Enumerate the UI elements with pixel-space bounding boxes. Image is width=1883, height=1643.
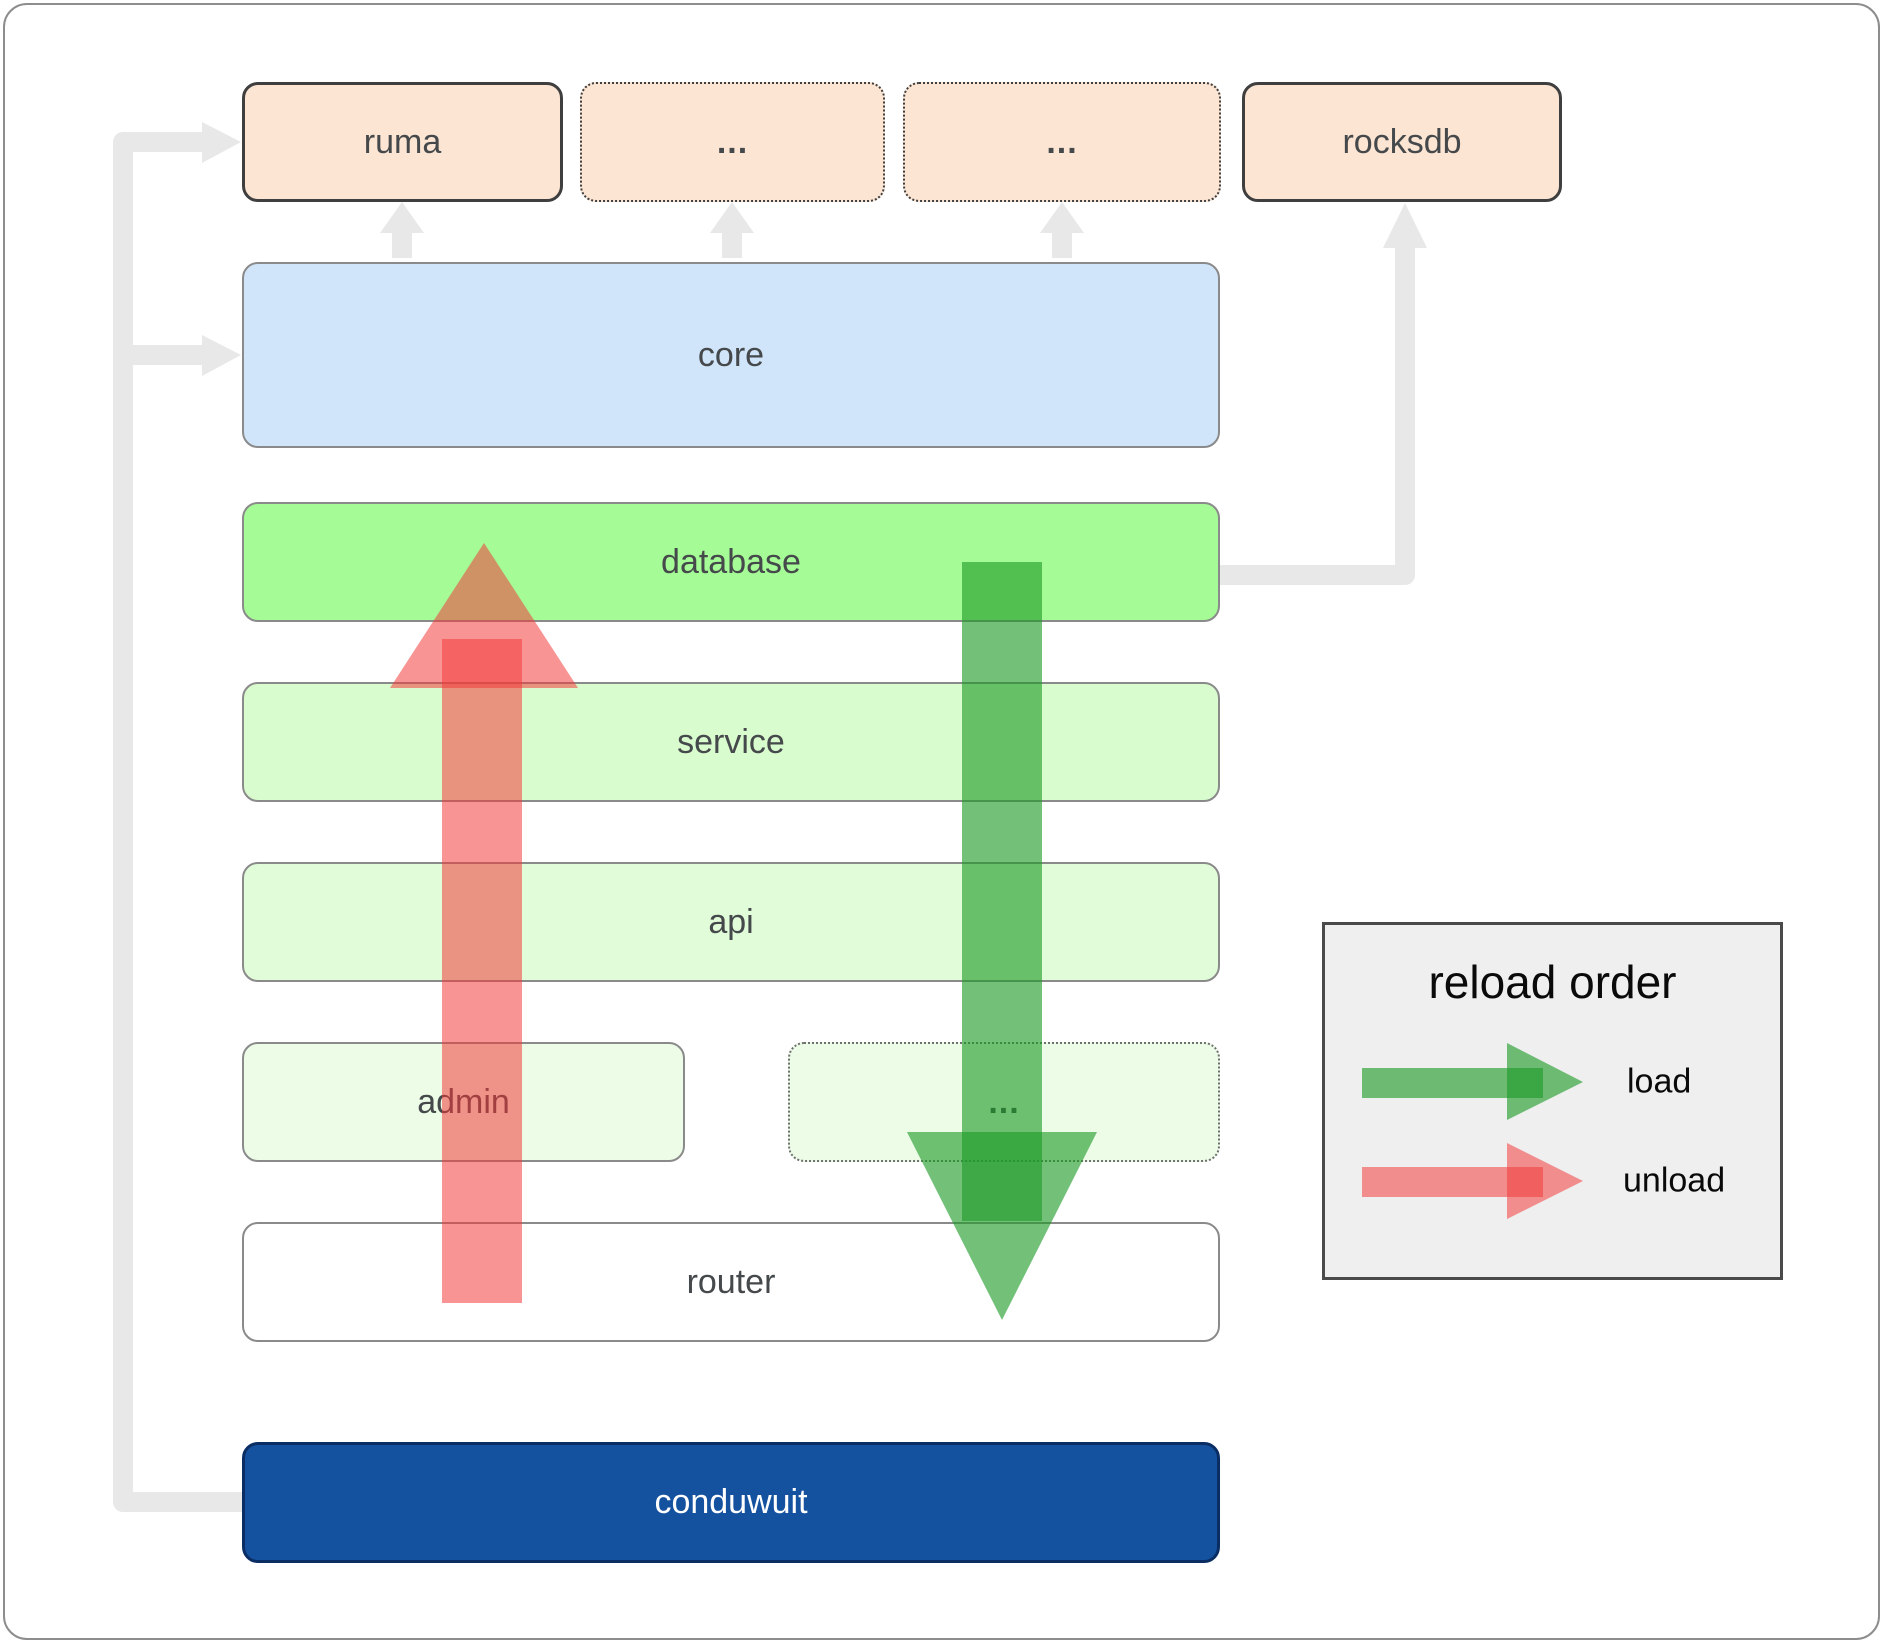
box-conduwuit: conduwuit: [242, 1442, 1220, 1563]
box-api-label: api: [708, 902, 754, 941]
box-router-label: router: [686, 1262, 776, 1301]
box-service: service: [242, 682, 1220, 802]
box-router: router: [242, 1222, 1220, 1342]
legend-title: reload order: [1428, 956, 1677, 1008]
legend-unload-label: unload: [1623, 1161, 1726, 1200]
box-api: api: [242, 862, 1220, 982]
box-core-label: core: [697, 335, 765, 374]
box-core: core: [242, 262, 1220, 448]
box-ellipsis-2: ...: [903, 82, 1221, 202]
box-ellipsis-3-label: ...: [988, 1082, 1020, 1121]
box-ellipsis-2-label: ...: [1046, 122, 1078, 161]
box-admin-label: admin: [417, 1082, 510, 1121]
box-rocksdb: rocksdb: [1242, 82, 1562, 202]
box-ruma-label: ruma: [363, 122, 442, 161]
box-database-label: database: [661, 542, 801, 581]
box-ellipsis-3: ...: [788, 1042, 1220, 1162]
legend: reload order: [1322, 922, 1783, 1280]
box-admin: admin: [242, 1042, 685, 1162]
box-service-label: service: [677, 722, 785, 761]
box-ellipsis-1-label: ...: [716, 122, 749, 161]
legend-load-label: load: [1627, 1062, 1692, 1101]
box-rocksdb-label: rocksdb: [1342, 122, 1462, 161]
outer-frame: [3, 3, 1880, 1640]
box-ruma: ruma: [242, 82, 563, 202]
box-conduwuit-label: conduwuit: [654, 1483, 808, 1521]
box-database: database: [242, 502, 1220, 622]
box-ellipsis-1: ...: [580, 82, 885, 202]
